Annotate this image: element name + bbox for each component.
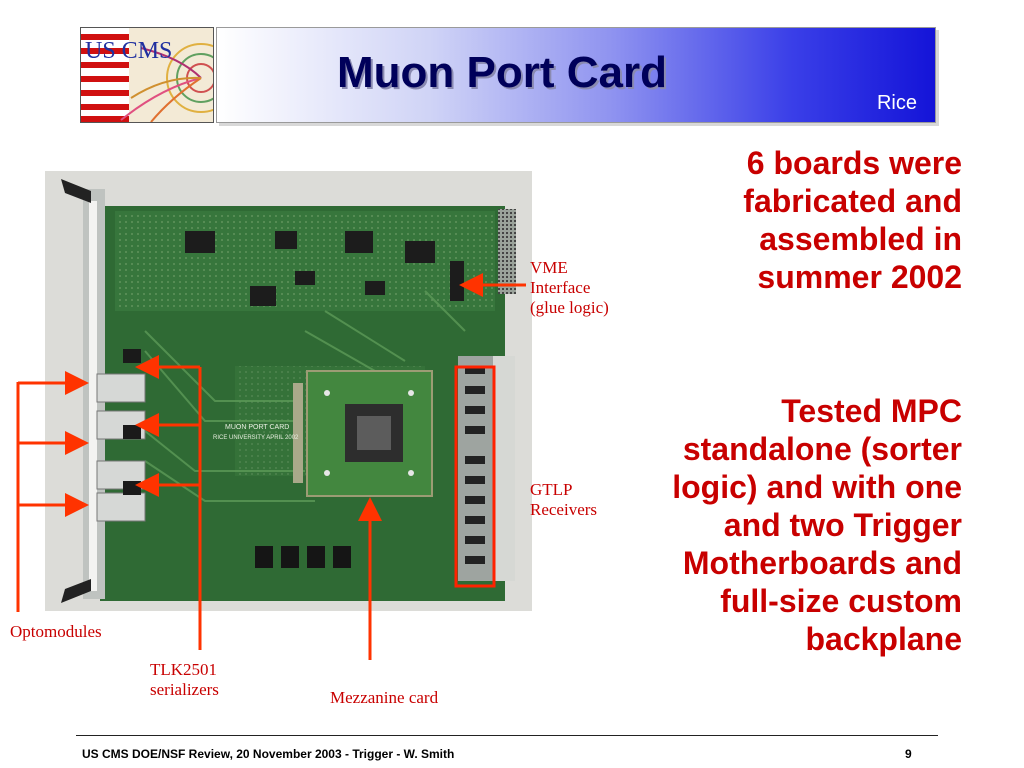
- bullet-line: assembled in: [759, 221, 962, 257]
- board-photo: MUON PORT CARD RICE UNIVERSITY APRIL 200…: [45, 171, 532, 611]
- us-cms-logo: US CMS: [80, 27, 214, 123]
- bullet-line: Tested MPC: [781, 393, 962, 429]
- bullet-boards-fabricated: 6 boards were fabricated and assembled i…: [743, 144, 962, 296]
- bullet-line: 6 boards were: [746, 145, 962, 181]
- bullet-line: and two Trigger: [723, 507, 962, 543]
- bullet-line: summer 2002: [757, 259, 962, 295]
- board-silk-title: MUON PORT CARD: [225, 424, 289, 431]
- label-vme-interface: VME Interface (glue logic): [530, 258, 609, 318]
- label-line: Receivers: [530, 500, 598, 519]
- label-optomodules: Optomodules: [10, 622, 102, 641]
- board-silk-subtitle: RICE UNIVERSITY APRIL 2002: [213, 435, 299, 441]
- bullet-line: standalone (sorter: [682, 431, 962, 467]
- page-title: Muon Port Card: [337, 48, 667, 97]
- bullet-tested-mpc: Tested MPC standalone (sorter logic) and…: [672, 392, 962, 658]
- label-line: Interface: [530, 278, 591, 297]
- bullet-line: backplane: [805, 621, 962, 657]
- label-line: (glue logic): [530, 298, 609, 317]
- logo-text: US CMS: [85, 38, 172, 64]
- label-line: serializers: [150, 680, 219, 699]
- bullet-line: Motherboards and: [682, 545, 962, 581]
- label-line: GTLP: [530, 480, 573, 499]
- label-tlk2501-serializers: TLK2501 serializers: [150, 660, 219, 700]
- title-banner: Muon Port Card Rice: [216, 27, 936, 123]
- footer-divider: [76, 735, 938, 736]
- bullet-line: fabricated and: [743, 183, 962, 219]
- label-line: TLK2501: [150, 660, 218, 679]
- page-number: 9: [905, 747, 912, 761]
- label-mezzanine-card: Mezzanine card: [330, 688, 439, 707]
- label-gtlp-receivers: GTLP Receivers: [530, 480, 597, 520]
- footer-text: US CMS DOE/NSF Review, 20 November 2003 …: [82, 747, 455, 761]
- label-line: VME: [530, 258, 568, 277]
- page-subtitle: Rice: [876, 92, 917, 114]
- bullet-line: full-size custom: [720, 583, 962, 619]
- bullet-line: logic) and with one: [672, 469, 962, 505]
